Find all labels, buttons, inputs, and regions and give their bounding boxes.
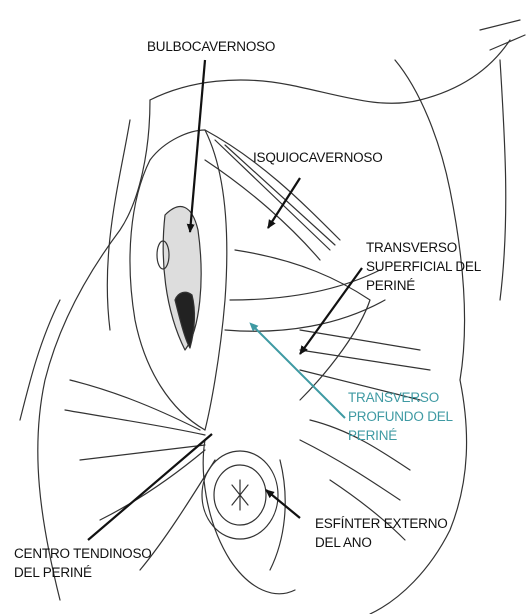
label-line: BULBOCAVERNOSO <box>147 37 275 56</box>
label-line: DEL ANO <box>315 533 448 552</box>
transverso-profundo-pointer <box>255 328 345 418</box>
label-esfinter-externo: ESFÍNTER EXTERNO DEL ANO <box>315 514 448 552</box>
label-transverso-superficial: TRANSVERSO SUPERFICIAL DEL PERINÉ <box>366 238 481 295</box>
isquiocavernoso-pointer <box>268 178 300 228</box>
bulbocavernoso-pointer <box>190 60 205 232</box>
centro-tendinoso-pointer <box>88 434 212 540</box>
label-line: CENTRO TENDINOSO <box>14 544 152 563</box>
label-transverso-profundo: TRANSVERSO PROFUNDO DEL PERINÉ <box>348 388 453 445</box>
label-line: PERINÉ <box>348 426 453 445</box>
drawing-lines <box>20 20 525 614</box>
label-line: SUPERFICIAL DEL <box>366 257 481 276</box>
label-line: TRANSVERSO <box>348 388 453 407</box>
label-line: TRANSVERSO <box>366 238 481 257</box>
label-isquiocavernoso: ISQUIOCAVERNOSO <box>253 148 383 167</box>
label-centro-tendinoso: CENTRO TENDINOSO DEL PERINÉ <box>14 544 152 582</box>
label-line: ESFÍNTER EXTERNO <box>315 514 448 533</box>
label-line: DEL PERINÉ <box>14 563 152 582</box>
esfinter-pointer <box>266 490 300 518</box>
label-line: ISQUIOCAVERNOSO <box>253 148 383 167</box>
label-line: PROFUNDO DEL <box>348 407 453 426</box>
transverso-superficial-pointer <box>300 268 362 354</box>
label-line: PERINÉ <box>366 276 481 295</box>
label-bulbocavernoso: BULBOCAVERNOSO <box>147 37 275 56</box>
